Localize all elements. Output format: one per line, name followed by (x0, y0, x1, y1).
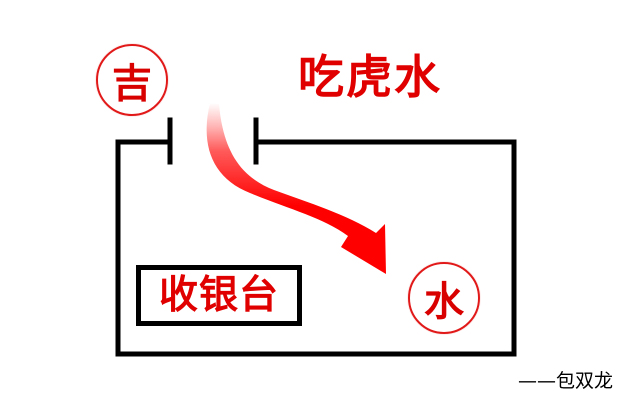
cashier-box: 收银台 (136, 265, 302, 326)
water-circle: 水 (408, 262, 480, 334)
curved-flow-arrow (206, 103, 386, 274)
room-outline (115, 139, 517, 357)
cashier-label: 收银台 (158, 273, 279, 318)
ji-circle: 吉 (96, 44, 168, 116)
water-circle-text: 水 (424, 279, 464, 325)
diagram-title: 吃虎水 (298, 50, 442, 104)
ji-circle-text: 吉 (112, 61, 152, 107)
author-signature: ——包双龙 (518, 370, 614, 392)
